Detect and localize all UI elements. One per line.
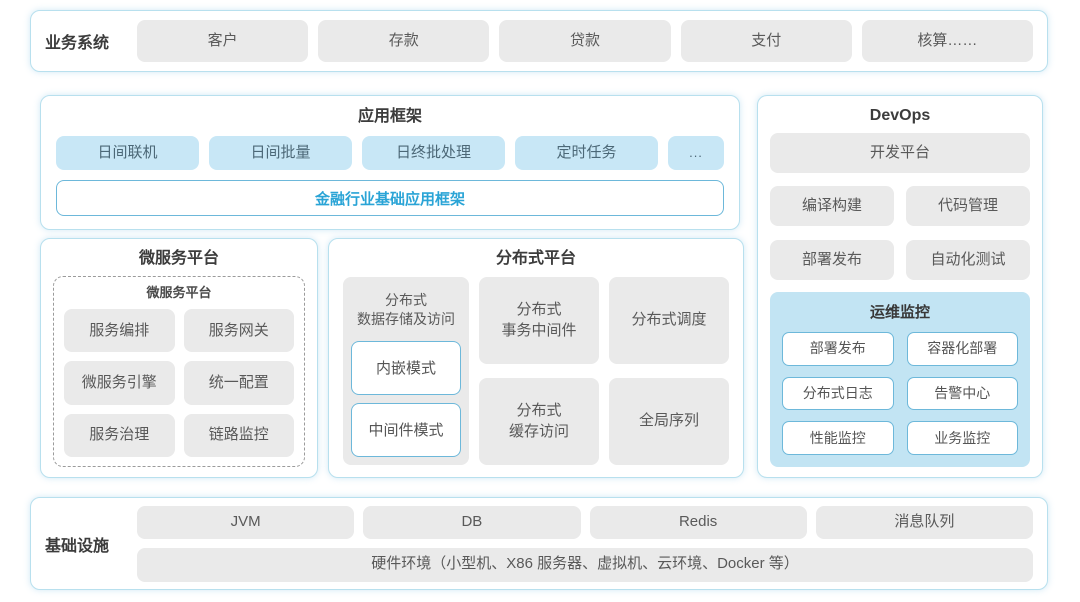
app-framework-panel: 应用框架 日间联机 日间批量 日终批处理 定时任务 ... 金融行业基础应用框架	[40, 95, 740, 230]
distributed-panel: 分布式平台 分布式 数据存储及访问 内嵌模式 中间件模式 分布式 事务中间件 分…	[328, 238, 744, 478]
infrastructure-panel: 基础设施 JVM DB Redis 消息队列 硬件环境（小型机、X86 服务器、…	[30, 497, 1048, 590]
ops-item-deploy-release: 部署发布	[782, 332, 894, 366]
financial-base-framework-box: 金融行业基础应用框架	[56, 180, 724, 216]
infra-item-jvm: JVM	[137, 505, 355, 539]
appfw-item-scheduled-task: 定时任务	[515, 136, 658, 170]
micro-item-governance: 服务治理	[64, 413, 175, 457]
appfw-item-more: ...	[668, 136, 724, 170]
appfw-item-daytime-batch: 日间批量	[209, 136, 352, 170]
distributed-storage-title: 分布式 数据存储及访问	[357, 292, 455, 327]
ops-item-alert-center: 告警中心	[906, 376, 1018, 411]
devops-item-deploy: 部署发布	[770, 240, 894, 280]
devops-grid: 编译构建 代码管理 部署发布 自动化测试	[770, 186, 1030, 280]
storage-mode-embedded: 内嵌模式	[351, 340, 461, 395]
microservice-panel: 微服务平台 微服务平台 服务编排 服务网关 微服务引擎 统一配置 服务治理 链路…	[40, 238, 318, 478]
dist-item-transaction-middleware: 分布式 事务中间件	[479, 277, 599, 364]
distributed-content: 分布式 数据存储及访问 内嵌模式 中间件模式 分布式 事务中间件 分布式 缓存访…	[343, 277, 729, 465]
distributed-storage-box: 分布式 数据存储及访问 内嵌模式 中间件模式	[343, 277, 469, 465]
microservice-grid: 服务编排 服务网关 微服务引擎 统一配置 服务治理 链路监控	[64, 309, 294, 457]
dist-item-cache-access: 分布式 缓存访问	[479, 378, 599, 465]
ops-item-distributed-log: 分布式日志	[782, 376, 894, 411]
infrastructure-label: 基础设施	[45, 537, 110, 555]
infra-hardware-env: 硬件环境（小型机、X86 服务器、虚拟机、云环境、Docker 等）	[137, 547, 1033, 582]
dist-item-global-sequence: 全局序列	[609, 378, 729, 465]
micro-item-trace-monitor: 链路监控	[183, 413, 294, 457]
distributed-col-middle: 分布式 事务中间件 分布式 缓存访问	[479, 277, 599, 465]
infrastructure-row: JVM DB Redis 消息队列	[137, 505, 1033, 539]
business-item-customer: 客户	[137, 20, 309, 62]
app-framework-row: 日间联机 日间批量 日终批处理 定时任务 ...	[56, 136, 724, 170]
appfw-item-daytime-online: 日间联机	[56, 136, 199, 170]
devops-item-build: 编译构建	[770, 186, 894, 226]
devops-item-code-mgmt: 代码管理	[906, 186, 1030, 226]
business-systems-row: 客户 存款 贷款 支付 核算……	[137, 20, 1034, 62]
storage-mode-middleware: 中间件模式	[351, 402, 461, 457]
ops-item-business-monitor: 业务监控	[906, 421, 1018, 455]
microservice-inner-box: 微服务平台 服务编排 服务网关 微服务引擎 统一配置 服务治理 链路监控	[53, 276, 305, 467]
ops-item-container-deploy: 容器化部署	[906, 332, 1018, 366]
ops-monitoring-panel: 运维监控 部署发布 容器化部署 分布式日志 告警中心 性能监控 业务监控	[770, 292, 1030, 467]
devops-panel: DevOps 开发平台 编译构建 代码管理 部署发布 自动化测试 运维监控 部署…	[757, 95, 1043, 478]
devops-item-auto-test: 自动化测试	[906, 240, 1030, 280]
infra-item-message-queue: 消息队列	[815, 505, 1033, 539]
business-systems-panel: 业务系统 客户 存款 贷款 支付 核算……	[30, 10, 1048, 72]
micro-item-orchestration: 服务编排	[64, 309, 175, 353]
ops-monitoring-title: 运维监控	[869, 304, 930, 321]
appfw-item-eod-batch: 日终批处理	[362, 136, 505, 170]
micro-item-gateway: 服务网关	[183, 309, 294, 353]
microservice-title: 微服务平台	[138, 250, 219, 267]
business-item-loan: 贷款	[499, 20, 671, 62]
infra-item-redis: Redis	[589, 505, 807, 539]
devops-title: DevOps	[869, 107, 931, 124]
ops-item-perf-monitor: 性能监控	[782, 421, 894, 455]
micro-item-engine: 微服务引擎	[64, 361, 175, 405]
app-framework-title: 应用框架	[357, 108, 422, 125]
infra-item-db: DB	[363, 505, 581, 539]
microservice-inner-title: 微服务平台	[146, 285, 212, 300]
business-item-accounting: 核算……	[861, 20, 1034, 62]
devops-dev-platform: 开发平台	[770, 133, 1030, 173]
business-systems-label: 业务系统	[45, 35, 110, 52]
micro-item-unified-config: 统一配置	[183, 361, 294, 405]
infrastructure-content: JVM DB Redis 消息队列 硬件环境（小型机、X86 服务器、虚拟机、云…	[137, 505, 1033, 582]
dist-item-scheduling: 分布式调度	[609, 277, 729, 364]
distributed-title: 分布式平台	[495, 250, 576, 267]
distributed-col-right: 分布式调度 全局序列	[609, 277, 729, 465]
business-item-payment: 支付	[680, 20, 852, 62]
ops-monitoring-grid: 部署发布 容器化部署 分布式日志 告警中心 性能监控 业务监控	[782, 332, 1018, 455]
business-item-deposit: 存款	[318, 20, 490, 62]
